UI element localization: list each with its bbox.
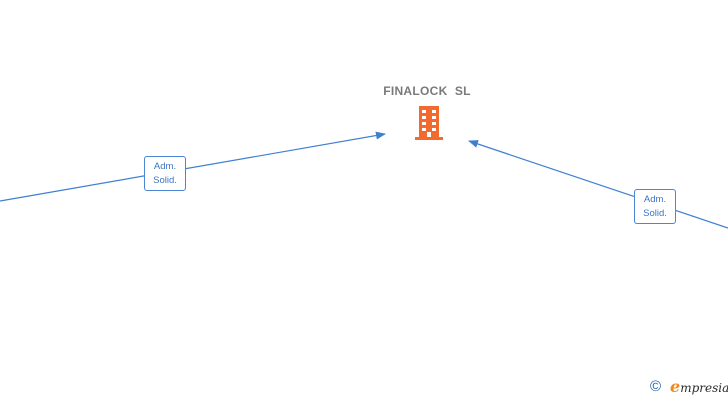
edge-line-left: [0, 131, 386, 202]
relation-label-left[interactable]: Adm. Solid.: [144, 156, 186, 191]
edge-line-right: [468, 140, 728, 229]
relation-role-line1: Adm.: [153, 161, 177, 172]
relation-role-line1: Adm.: [643, 194, 667, 205]
relation-role-line2: Solid.: [153, 175, 177, 186]
relation-label-right[interactable]: Adm. Solid.: [634, 189, 676, 224]
building-icon[interactable]: [410, 104, 448, 142]
company-name[interactable]: FINALOCK SL: [383, 84, 471, 98]
brand-logo-text: mpresia: [680, 381, 728, 395]
brand-logo-initial: e: [670, 377, 681, 396]
copyright-icon: ©: [650, 378, 662, 395]
relation-role-line2: Solid.: [643, 208, 667, 219]
brand-logo[interactable]: empresia: [670, 378, 728, 397]
